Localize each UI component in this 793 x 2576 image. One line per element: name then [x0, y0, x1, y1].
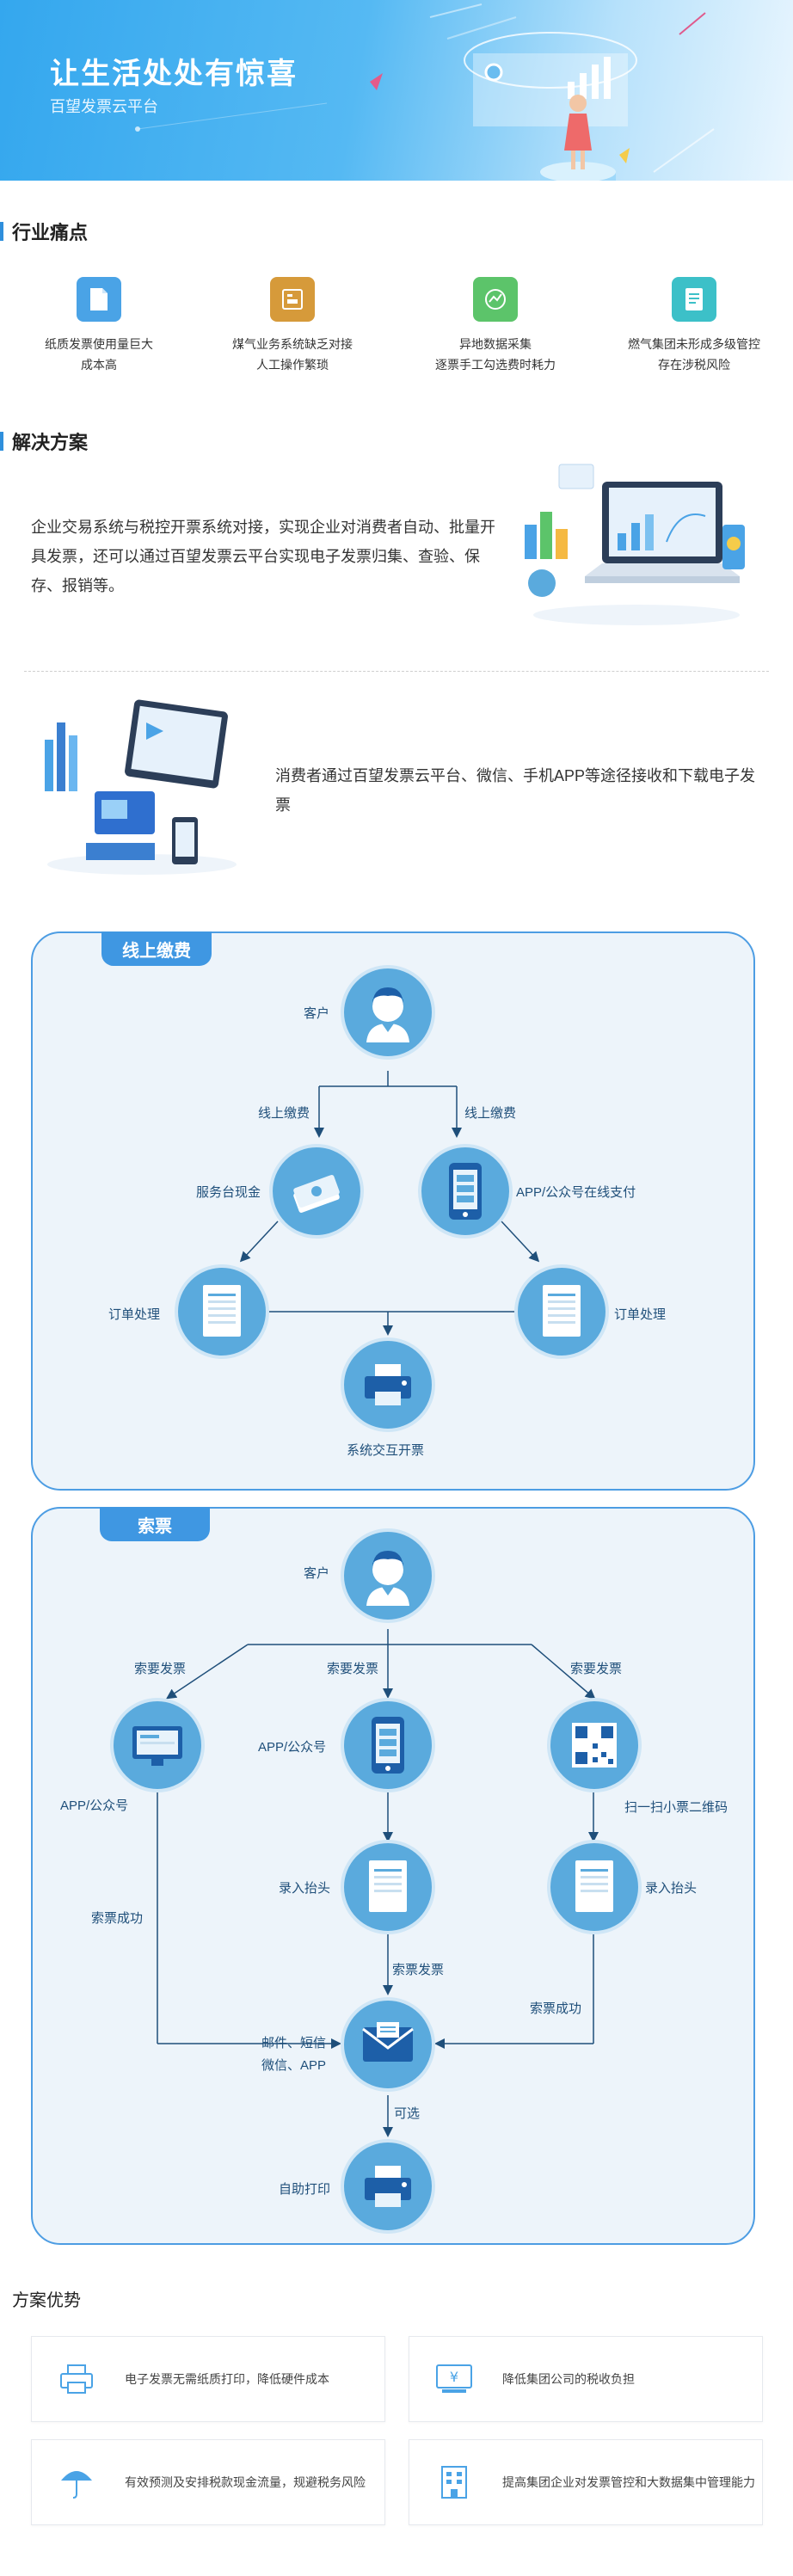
building-icon: [430, 2458, 478, 2506]
mobile-pay-icon: [418, 1144, 513, 1239]
printer-icon: [341, 2139, 435, 2234]
svg-text:¥: ¥: [450, 2369, 458, 2385]
pain-point-text: 燃气集团未形成多级管控: [628, 337, 760, 351]
request-success-right-label: 索票成功: [530, 2001, 582, 2016]
printer-icon: [52, 2355, 101, 2403]
pain-section-heading: 行业痛点: [0, 218, 88, 245]
advantage-text: 降低集团公司的税收负担: [502, 2372, 635, 2386]
advantage-section-title: 方案优势: [12, 2291, 81, 2310]
scan-qr-label: 扫一扫小票二维码: [624, 1800, 728, 1815]
cash-label: 服务台现金: [196, 1185, 261, 1200]
hero-title: 让生活处处有惊喜: [50, 58, 298, 90]
advantage-text: 有效预测及安排税款现金流量，规避税务风险: [125, 2475, 366, 2489]
mobile-app-icon: [341, 1698, 435, 1792]
request-flow-lines: [157, 1629, 599, 2137]
solution-paragraph-1: 企业交易系统与税控开票系统对接，实现企业对消费者自动、批量开具发票，还可以通过百…: [31, 519, 495, 594]
solution-section-title: 解决方案: [12, 432, 89, 453]
hero-illustration: [135, 3, 715, 181]
online-payment-panel: 线上缴费 客户 线上缴费 线上缴费 服务台现金 APP/公众号在线支付: [31, 931, 755, 1491]
app-mid-label: APP/公众号: [258, 1740, 327, 1755]
channels-line1-label: 邮件、短信: [261, 2036, 327, 2050]
request-success-left-label: 索票成功: [91, 1911, 144, 1926]
enter-title-doc-icon-right: [547, 1840, 642, 1934]
order-left-label: 订单处理: [108, 1307, 161, 1322]
pain-section-title: 行业痛点: [12, 222, 89, 243]
section-divider: [24, 671, 769, 672]
computer-phone-illustration: [45, 699, 237, 875]
tax-reduce-icon: ¥: [430, 2355, 478, 2403]
self-print-label: 自助打印: [279, 2182, 331, 2197]
channels-line2-label: 微信、APP: [261, 2058, 327, 2073]
enter-title-right-label: 录入抬头: [645, 1881, 698, 1896]
customer-avatar: [341, 965, 435, 1060]
online-branch-right-label: 线上缴费: [464, 1106, 517, 1121]
pain-point-text: 异地数据采集: [459, 337, 532, 351]
order-document-icon-right: [514, 1264, 609, 1359]
order-right-label: 订单处理: [614, 1307, 667, 1322]
multi-level-control-icon: [672, 277, 716, 322]
umbrella-icon: [52, 2458, 101, 2506]
customer-label: 客户: [304, 1566, 330, 1581]
advantage-card-2: ¥ 降低集团公司的税收负担: [409, 2336, 763, 2422]
printer-icon: [341, 1337, 435, 1432]
laptop-illustration: [525, 464, 745, 625]
request-invoice-panel: 索票 客户 索要发票 索要发票 索要发票: [31, 1507, 755, 2245]
system-invoice-label: 系统交互开票: [347, 1443, 425, 1458]
request-left-label: 索要发票: [134, 1662, 187, 1676]
app-pay-label: APP/公众号在线支付: [516, 1185, 636, 1200]
remote-data-icon: [473, 277, 518, 322]
request-mid-label: 索要发票: [327, 1662, 379, 1676]
customer-label: 客户: [304, 1006, 330, 1021]
pain-point-text: 煤气业务系统缺乏对接: [232, 337, 353, 351]
cash-icon: [269, 1144, 364, 1239]
customer-avatar: [341, 1528, 435, 1623]
advantage-card-3: 有效预测及安排税款现金流量，规避税务风险: [31, 2439, 385, 2525]
solution-paragraph-2: 消费者通过百望发票云平台、微信、手机APP等途径接收和下载电子发票: [275, 767, 756, 814]
solution-section-heading: 解决方案: [0, 427, 88, 455]
pain-point-text: 逐票手工勾选费时耗力: [435, 358, 556, 372]
advantage-text: 提高集团企业对发票管控和大数据集中管理能力: [502, 2475, 755, 2489]
pain-point-3: 异地数据采集 逐票手工勾选费时耗力: [396, 277, 594, 375]
online-branch-left-label: 线上缴费: [258, 1106, 310, 1121]
hero-subtitle: 百望发票云平台: [50, 98, 158, 115]
pain-point-text: 人工操作繁琐: [256, 358, 329, 372]
app-left-label: APP/公众号: [60, 1798, 129, 1813]
enter-title-mid-label: 录入抬头: [279, 1881, 331, 1896]
advantage-text: 电子发票无需纸质打印，降低硬件成本: [125, 2372, 329, 2386]
paper-document-icon: [77, 277, 121, 322]
pain-point-text: 纸质发票使用量巨大: [45, 337, 153, 351]
request-invoice-tag: 索票: [100, 1507, 210, 1541]
order-document-icon-left: [175, 1264, 269, 1359]
pain-point-text: 成本高: [81, 358, 117, 372]
pain-point-2: 煤气业务系统缺乏对接 人工操作繁琐: [194, 277, 391, 375]
pain-point-1: 纸质发票使用量巨大 成本高: [0, 277, 198, 375]
online-flow-lines: [239, 1071, 540, 1336]
request-after-label: 索票发票: [392, 1963, 445, 1977]
qr-code-icon: [547, 1698, 642, 1792]
gas-business-icon: [270, 277, 315, 322]
monitor-icon: [110, 1698, 205, 1792]
pain-point-text: 存在涉税风险: [658, 358, 730, 372]
optional-label: 可选: [394, 2106, 421, 2121]
advantage-card-1: 电子发票无需纸质打印，降低硬件成本: [31, 2336, 385, 2422]
enter-title-doc-icon-mid: [341, 1840, 435, 1934]
envelope-icon: [341, 1997, 435, 2092]
request-right-label: 索要发票: [570, 1662, 623, 1676]
online-payment-tag: 线上缴费: [101, 931, 212, 966]
hero-banner: 让生活处处有惊喜 百望发票云平台: [0, 0, 793, 181]
pain-point-4: 燃气集团未形成多级管控 存在涉税风险: [595, 277, 793, 375]
advantage-section-heading: 方案优势: [0, 2286, 81, 2311]
advantage-card-4: 提高集团企业对发票管控和大数据集中管理能力: [409, 2439, 763, 2525]
